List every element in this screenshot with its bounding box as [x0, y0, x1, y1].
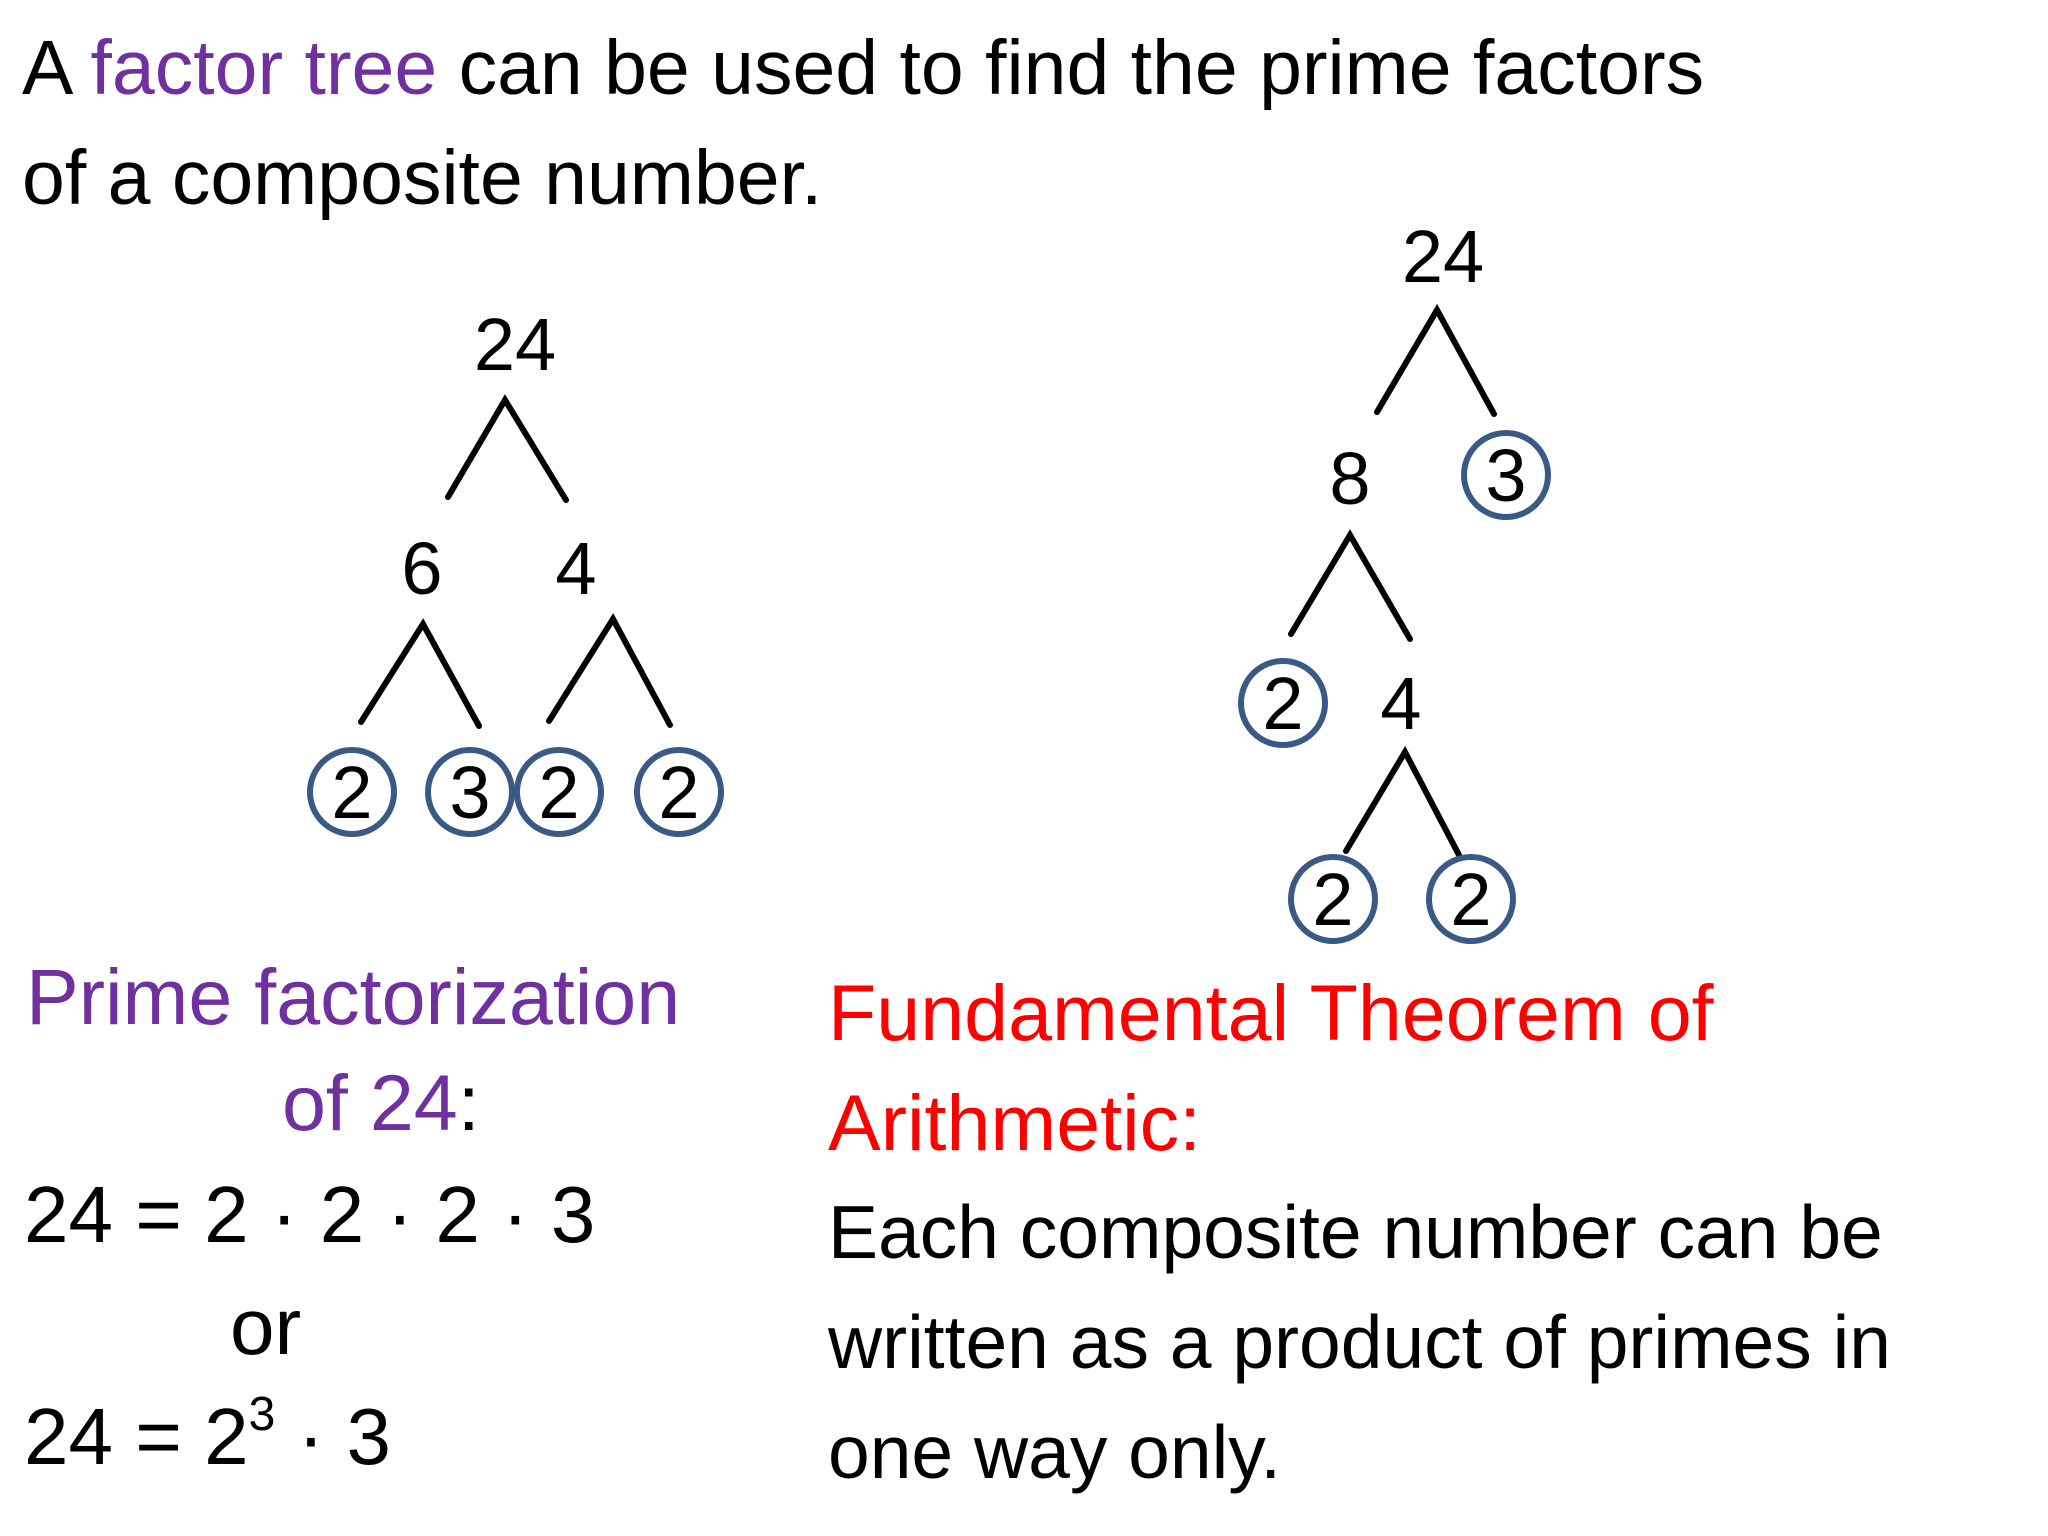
left-leaf-circle-1	[307, 747, 397, 837]
factor-tree-term: factor tree	[90, 25, 438, 111]
left-root-number: 24	[474, 303, 556, 386]
heading-colon: :	[457, 1058, 480, 1147]
theorem-body-line-1: Each composite number can be	[828, 1190, 1883, 1274]
prime-factorization-heading: Prime factorization	[26, 952, 681, 1041]
right-circle-2	[1238, 658, 1328, 748]
eq2-suffix: · 3	[275, 1392, 391, 1481]
intro-prefix: A	[22, 25, 91, 111]
theorem-body-line-3: one way only.	[828, 1410, 1282, 1494]
prime-circles	[307, 430, 1551, 944]
tree-branches	[358, 303, 1497, 858]
left-leaf-3: 2	[538, 751, 579, 834]
right-circle-3	[1461, 430, 1551, 520]
right-node-2: 2	[1262, 662, 1303, 745]
right-leaf-2: 2	[1450, 858, 1491, 941]
left-branch-6	[358, 618, 482, 729]
left-node-6: 6	[401, 527, 442, 610]
right-branch-4	[1343, 745, 1462, 858]
left-leaf-1: 2	[331, 751, 372, 834]
eq2-exponent: 3	[248, 1388, 276, 1441]
right-branch-8	[1288, 529, 1413, 642]
left-leaf-circle-3	[514, 747, 604, 837]
left-branch-root	[445, 394, 569, 503]
right-leaf-1: 2	[1312, 858, 1353, 941]
factorization-equation-2: 24 = 23 · 3	[24, 1391, 391, 1477]
left-leaf-circle-4	[634, 747, 724, 837]
theorem-heading-line-1: Fundamental Theorem of	[828, 968, 1714, 1057]
factorization-equation-1: 24 = 2 · 2 · 2 · 3	[24, 1170, 596, 1259]
theorem-heading-line-2: Arithmetic:	[828, 1078, 1202, 1167]
left-node-4: 4	[555, 527, 596, 610]
intro-line-2: of a composite number.	[22, 135, 823, 221]
right-node-8: 8	[1329, 437, 1370, 520]
left-leaf-4: 2	[658, 751, 699, 834]
left-leaf-circle-2	[425, 747, 515, 837]
theorem-body-line-2: written as a product of primes in	[828, 1300, 1891, 1384]
left-branch-4	[546, 613, 673, 728]
right-node-4: 4	[1380, 662, 1421, 745]
right-root-number: 24	[1402, 215, 1484, 298]
right-leaf-circle-1	[1288, 854, 1378, 944]
right-leaf-circle-2	[1426, 854, 1516, 944]
right-branch-root	[1374, 303, 1497, 417]
or-label: or	[230, 1282, 302, 1371]
intro-line-1: A factor tree can be used to find the pr…	[22, 30, 1704, 107]
right-node-3: 3	[1485, 434, 1526, 517]
intro-suffix: can be used to find the prime factors	[437, 25, 1705, 111]
eq2-prefix: 24 = 2	[24, 1392, 249, 1481]
prime-factorization-subheading: of 24:	[282, 1063, 480, 1142]
of-24-label: of 24	[282, 1058, 458, 1147]
left-leaf-2: 3	[449, 751, 490, 834]
